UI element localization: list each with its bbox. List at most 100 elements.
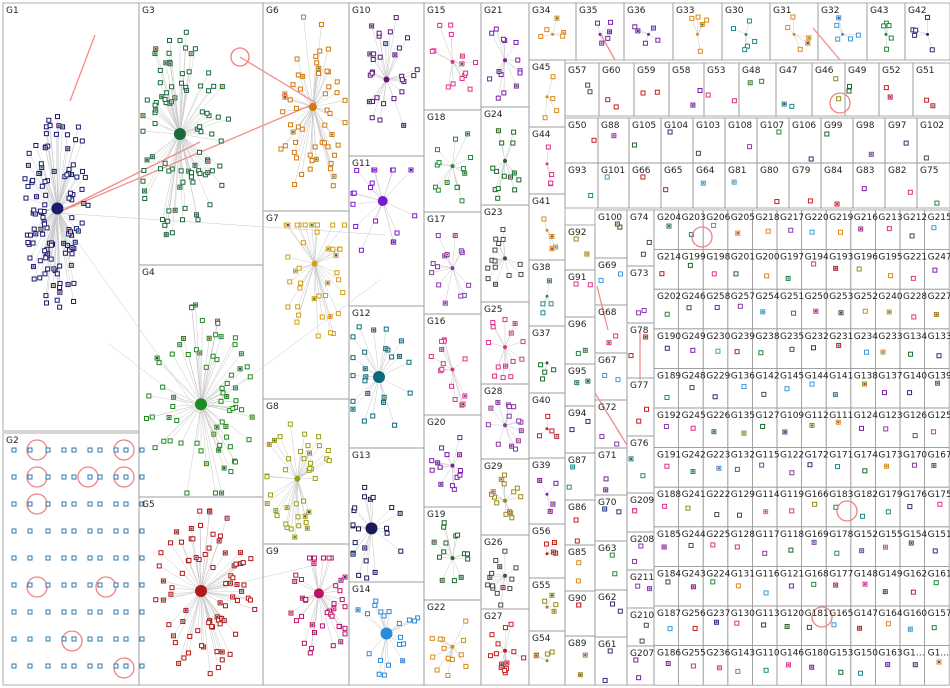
node xyxy=(334,270,340,276)
edge xyxy=(200,552,241,592)
node-dot xyxy=(701,23,704,26)
edge xyxy=(163,590,202,601)
group-label: G217 xyxy=(780,213,804,223)
node xyxy=(389,505,395,511)
node xyxy=(434,667,440,673)
node xyxy=(545,144,551,150)
node xyxy=(406,359,412,365)
node-dot xyxy=(938,660,941,663)
edge xyxy=(504,341,524,348)
node xyxy=(45,663,51,669)
edge xyxy=(697,16,699,35)
node xyxy=(517,70,523,76)
node xyxy=(411,73,417,79)
node xyxy=(734,544,740,550)
edge xyxy=(200,590,202,646)
group-label: G2 xyxy=(6,436,19,446)
group-box-g18 xyxy=(423,109,482,213)
group-label: G246 xyxy=(682,292,706,302)
node xyxy=(264,474,270,480)
node-dot xyxy=(218,539,221,542)
edge xyxy=(45,147,58,209)
node-dot xyxy=(178,186,181,189)
node-dot xyxy=(185,89,188,92)
node xyxy=(42,179,48,185)
node xyxy=(139,636,145,642)
node xyxy=(61,474,67,480)
group-label: G74 xyxy=(630,213,649,223)
node xyxy=(167,438,173,444)
edge xyxy=(378,376,395,426)
node xyxy=(467,86,473,92)
node xyxy=(233,398,239,404)
edge xyxy=(352,336,380,378)
node xyxy=(458,652,464,658)
node-dot xyxy=(370,24,373,27)
node xyxy=(459,75,465,81)
node-dot xyxy=(535,654,538,657)
group-label: G37 xyxy=(532,329,550,339)
hub-node xyxy=(503,256,507,261)
group-label: G257 xyxy=(731,292,755,302)
node xyxy=(834,550,840,556)
edge xyxy=(311,224,315,264)
node-dot xyxy=(311,623,314,626)
node xyxy=(573,281,579,287)
group-label: G223 xyxy=(706,451,730,461)
edge xyxy=(382,169,394,202)
group-label: G26 xyxy=(484,538,503,548)
node-dot xyxy=(363,546,366,549)
node xyxy=(139,501,145,507)
group-label: G182 xyxy=(854,490,878,500)
node xyxy=(66,166,72,172)
node xyxy=(448,31,454,37)
node-dot xyxy=(221,85,224,88)
node xyxy=(695,14,701,20)
node xyxy=(307,152,313,158)
node-dot xyxy=(62,242,65,245)
node xyxy=(185,352,191,358)
inter-group-edge xyxy=(596,285,609,331)
node xyxy=(97,555,103,561)
node xyxy=(296,265,302,271)
node xyxy=(644,406,650,412)
node xyxy=(66,195,72,201)
edge xyxy=(386,79,404,126)
node xyxy=(48,256,54,262)
node xyxy=(40,231,46,237)
node-dot xyxy=(786,625,789,628)
node xyxy=(495,95,501,101)
edge xyxy=(192,538,202,592)
edge xyxy=(842,34,859,36)
group-label: G222 xyxy=(706,490,730,500)
edge xyxy=(452,61,454,84)
group-label: G10 xyxy=(352,6,371,16)
node xyxy=(369,115,375,121)
node-dot xyxy=(162,599,165,602)
node xyxy=(361,418,367,424)
node xyxy=(178,168,184,174)
edge xyxy=(298,74,314,108)
edge xyxy=(200,404,207,464)
edge xyxy=(373,329,380,378)
group-label: G95 xyxy=(568,367,586,377)
node xyxy=(373,598,379,604)
node xyxy=(513,39,519,45)
node xyxy=(911,314,917,320)
node xyxy=(466,282,472,288)
node-dot xyxy=(368,52,371,55)
node xyxy=(247,597,253,603)
node xyxy=(501,481,507,487)
node xyxy=(97,582,103,588)
node xyxy=(71,528,77,534)
node xyxy=(334,79,340,85)
edge xyxy=(159,565,202,592)
group-label: G189 xyxy=(657,371,681,381)
node xyxy=(282,467,288,473)
hub-node xyxy=(545,659,549,663)
node xyxy=(312,475,318,481)
edge xyxy=(546,163,551,184)
node xyxy=(228,469,234,475)
group-label: G98 xyxy=(856,121,875,131)
node xyxy=(322,91,328,97)
